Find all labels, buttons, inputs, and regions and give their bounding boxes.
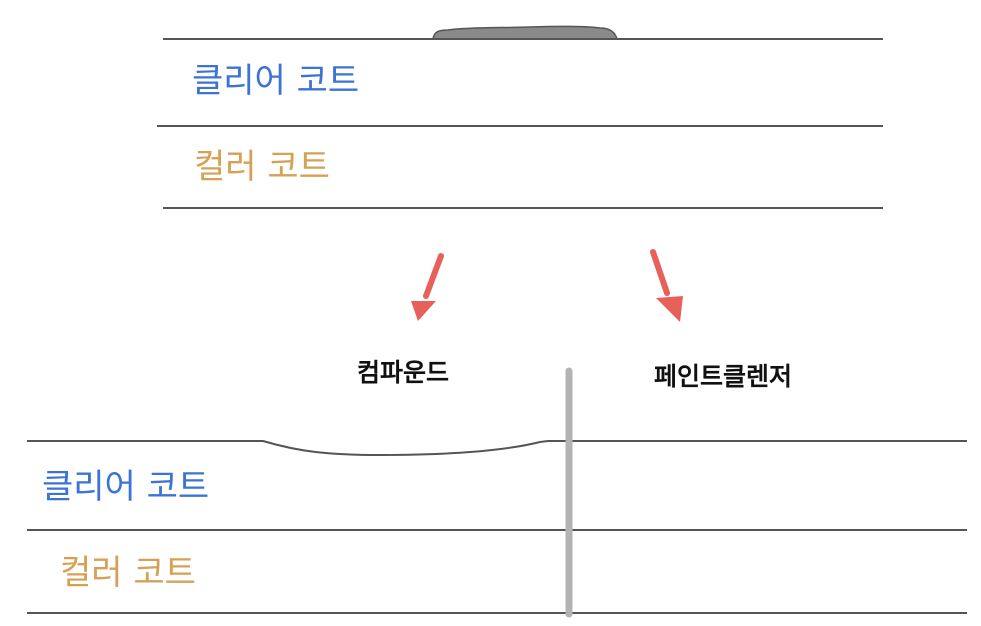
arrow-left-icon (411, 253, 444, 321)
bottom-color-coat-label: 컬러 코트 (60, 553, 196, 593)
bottom-surface-line (27, 440, 967, 457)
surface-defect (432, 25, 618, 40)
top-color-coat-label: 컬러 코트 (194, 147, 330, 187)
method-paint-cleaner-label: 페인트클렌저 (654, 362, 793, 391)
method-compound-label: 컴파운드 (357, 358, 450, 387)
bottom-clear-coat-label: 클리어 코트 (42, 467, 210, 507)
arrow-right-icon (650, 249, 683, 322)
top-clear-coat-label: 클리어 코트 (192, 61, 360, 101)
